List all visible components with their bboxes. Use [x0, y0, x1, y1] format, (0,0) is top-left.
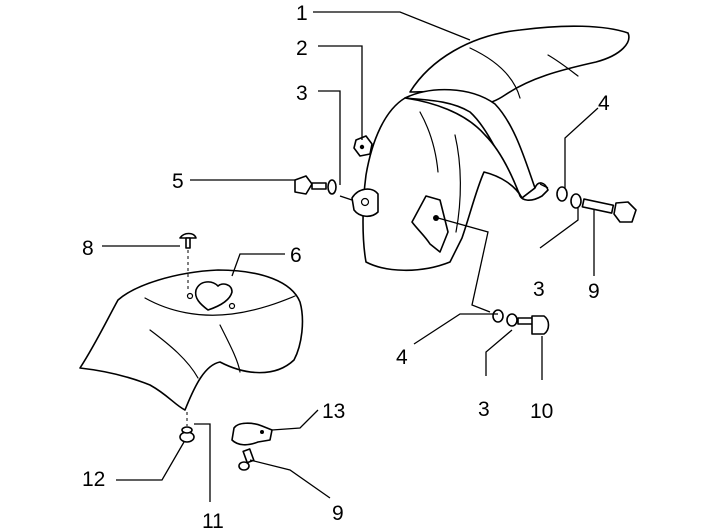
callout-3-top: 3 — [296, 82, 308, 105]
bolt-part-10 — [492, 309, 550, 335]
screw-part-8 — [179, 232, 197, 290]
clip-nut-part — [353, 135, 373, 157]
callout-2: 2 — [296, 37, 308, 60]
callout-10: 10 — [530, 400, 553, 423]
bolt-part-5 — [294, 175, 337, 195]
grommet-part-12 — [179, 412, 195, 443]
callout-1: 1 — [296, 2, 308, 25]
screw-part-9-bottom — [238, 448, 255, 471]
callout-6: 6 — [290, 244, 302, 267]
callout-8: 8 — [82, 237, 94, 260]
callout-labels: 1 2 3 5 4 3 9 6 8 4 3 10 13 12 11 9 — [82, 2, 610, 532]
callout-4-top: 4 — [598, 92, 610, 115]
leader-lines — [102, 11, 599, 502]
callout-13: 13 — [322, 400, 345, 423]
callout-9-right: 9 — [588, 280, 600, 303]
callout-11: 11 — [202, 510, 224, 532]
callout-3-right: 3 — [533, 278, 545, 301]
callout-4-bottom: 4 — [396, 346, 408, 369]
callout-9-bottom: 9 — [332, 502, 344, 525]
bolt-part-9-right — [556, 186, 637, 223]
clamp-part-13 — [231, 422, 273, 446]
callout-12: 12 — [82, 468, 105, 491]
callout-5: 5 — [172, 170, 184, 193]
front-cover-part — [79, 269, 304, 411]
mudguard-part — [351, 25, 630, 272]
callout-3-bottom: 3 — [478, 398, 490, 421]
